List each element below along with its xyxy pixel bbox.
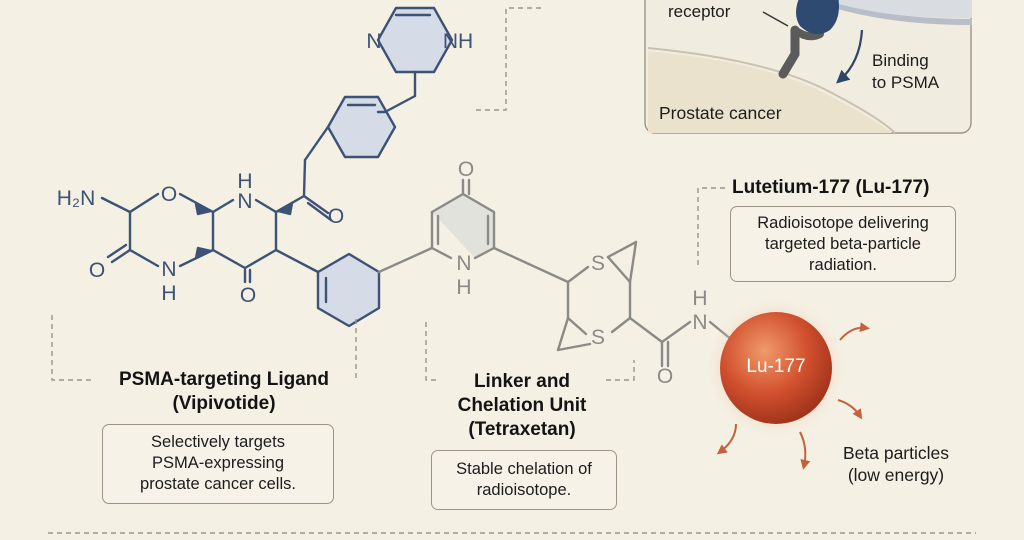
atom-label: H₂N [57,187,95,210]
ligand-title: PSMA-targeting Ligand (Vipivotide) [94,368,354,416]
isotope-title: Lutetium-177 (Lu-177) [728,176,972,200]
ligand-atom-labels: N NH O N H O H₂N O N H O [57,30,473,307]
linker-description-box: Stable chelation of radioisotope. [431,450,617,510]
binding-line: Binding [872,51,929,70]
linker-title-line: (Tetraxetan) [468,419,576,440]
beta-line: Beta particles [842,443,950,463]
linker-title-line: Linker and [473,371,571,392]
atom-label: N [161,258,176,281]
linker-desc-line: Stable chelation of [456,460,592,478]
isotope-description-box: Radioisotope delivering targeted beta-pa… [730,206,956,282]
atom-label: O [240,284,256,307]
linker-desc-line: radioisotope. [476,481,572,499]
isotope-desc-line: radiation. [809,256,877,274]
psma-receptor-icon [778,0,839,79]
binding-arrow-icon [836,29,864,84]
atom-label: O [458,158,474,181]
atom-label: O [161,183,177,206]
binding-line: to PSMA [872,73,940,92]
linker-atom-labels: O N H S S O N H [456,158,707,388]
atom-label: O [657,365,673,388]
atom-label: S [591,326,605,349]
atom-label: S [591,252,605,275]
ligand-desc-line: Selectively targets [151,433,285,451]
linker-title-line: Chelation Unit [457,395,587,416]
prostate-cancer-cell-label: Prostate cancer [659,103,782,123]
inset-connector-line [476,7,545,111]
atom-label: O [328,205,344,228]
isotope-desc-line: Radioisotope delivering [757,214,929,232]
atom-label: N [456,252,471,275]
beta-particles-label: Beta particles (low energy) [826,442,966,486]
lu177-sphere [704,296,848,440]
atom-label: H [237,170,252,193]
atom-label: N [237,190,252,213]
atom-label: H [456,276,471,299]
isotope-desc-line: targeted beta-particle [765,235,921,253]
ligand-title-line: (Vipivotide) [172,393,276,414]
atom-label: N [366,30,381,53]
ligand-title-line: PSMA-targeting Ligand [118,369,330,390]
ligand-description-box: Selectively targets PSMA-expressing pros… [102,424,334,504]
atom-label: O [89,259,105,282]
beta-particle-arrows [716,322,870,470]
linker-title: Linker and Chelation Unit (Tetraxetan) [440,370,604,442]
atom-label: H [161,282,176,305]
isotope-title-text: Lutetium-177 (Lu-177) [732,177,930,198]
psma-binding-inset [644,0,973,134]
receptor-label: receptor [668,2,731,21]
atom-label: N [692,311,707,334]
ligand-desc-line: PSMA-expressing [151,454,285,472]
ligand-desc-line: prostate cancer cells. [140,475,296,493]
atom-label: NH [443,30,473,53]
psma-ligand-structure [100,6,454,328]
atom-label: H [692,287,707,310]
tetraxetan-linker-structure [377,178,734,368]
lu177-sphere-label: Lu-177 [746,356,806,377]
beta-line: (low energy) [847,465,945,485]
binding-label: Binding to PSMA [872,50,962,94]
